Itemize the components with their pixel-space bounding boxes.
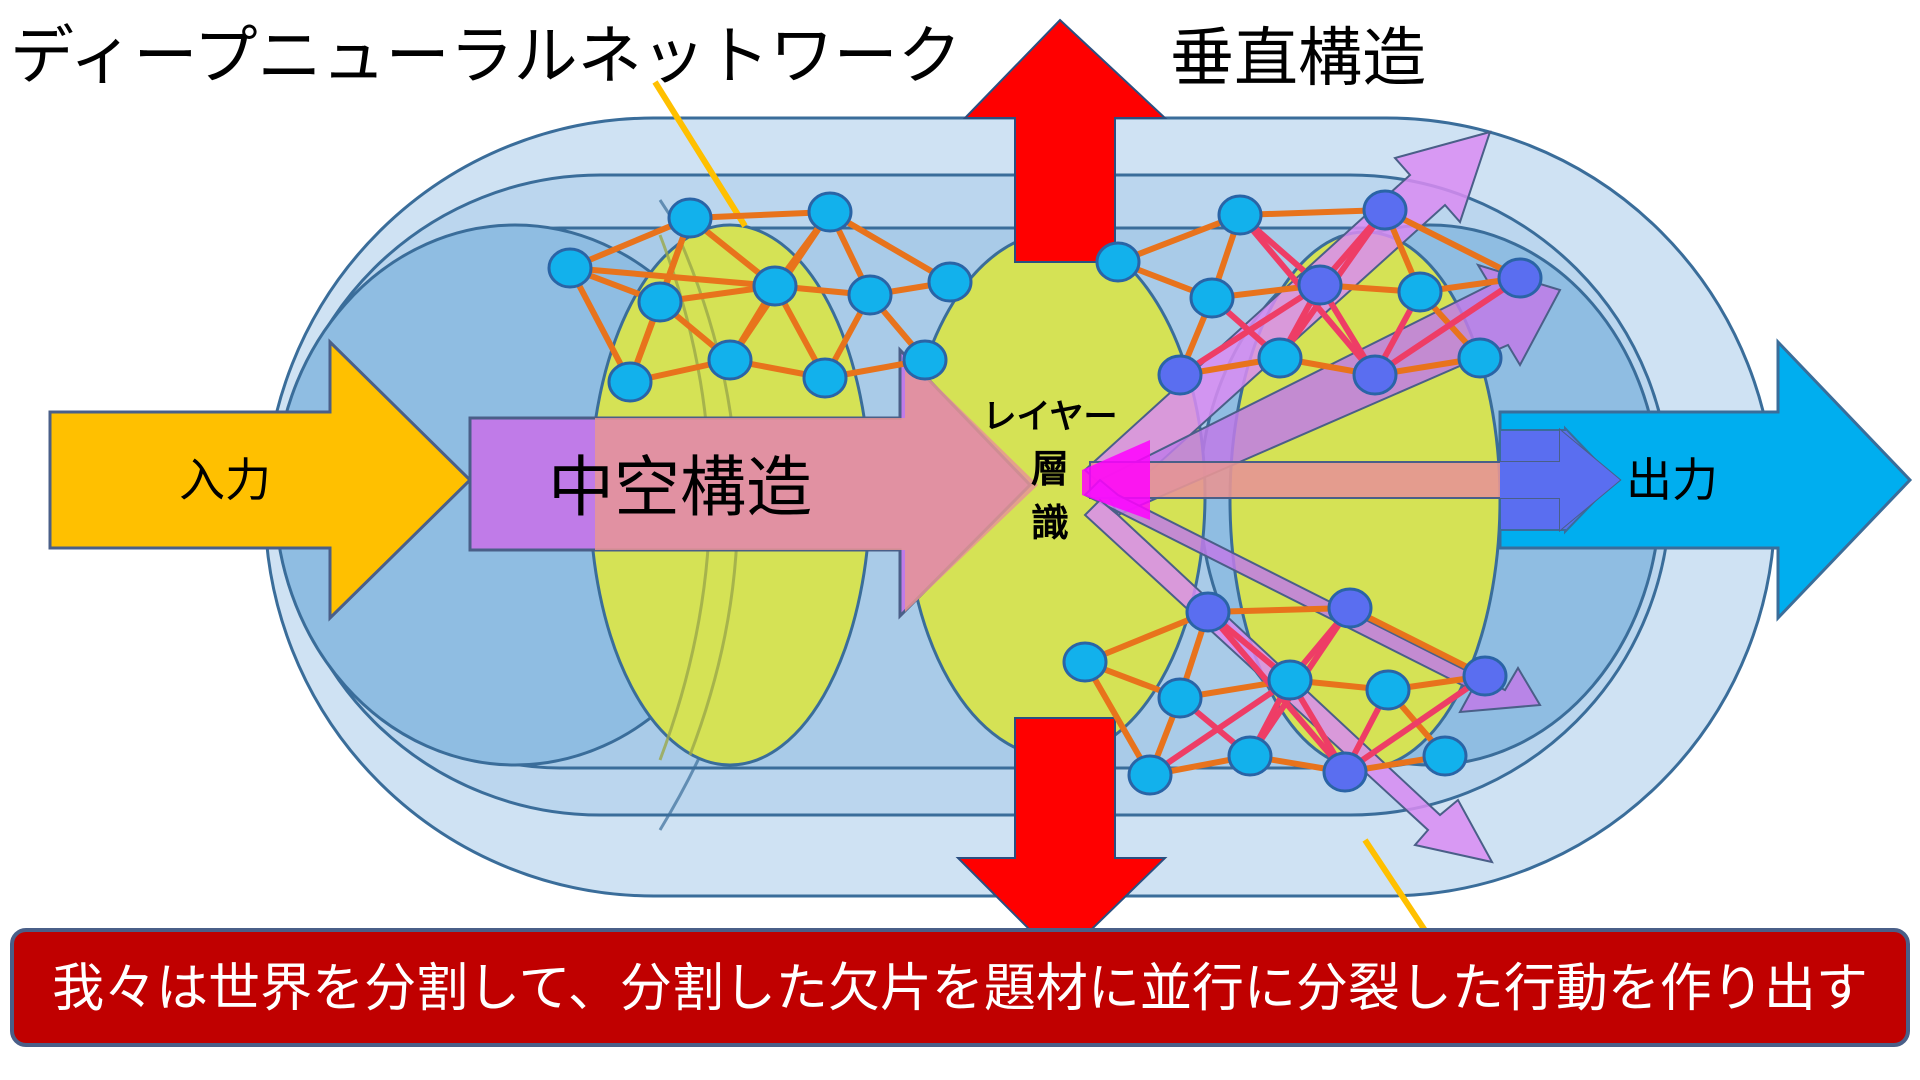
hollow-label: 中空構造 <box>548 449 812 526</box>
center-label-line1: レイヤー <box>983 397 1118 437</box>
network-cluster-upper-right <box>1095 189 1543 396</box>
input-arrow <box>48 338 473 622</box>
cluster-ur-nodes <box>1095 189 1543 396</box>
vertical-arrows <box>955 18 1168 962</box>
center-label-line3: 識 <box>1031 501 1069 545</box>
bottom-banner-text: 我々は世界を分割して、分割した欠片を題材に並行に分裂した行動を作り出す <box>52 959 1868 1019</box>
cluster-left-nodes <box>547 191 973 403</box>
title-vertical-structure: 垂直構造 <box>1170 22 1426 96</box>
fan-arrow-bottom-inner <box>1083 478 1542 714</box>
cluster-lr-nodes <box>1062 587 1508 796</box>
center-label-line2: 層 <box>1031 447 1069 491</box>
network-cluster-left <box>547 191 973 403</box>
pointer-line-bottom <box>1362 838 1431 937</box>
center-label: レイヤー 層 識 <box>983 397 1118 545</box>
output-label: 出力 <box>1626 453 1718 507</box>
arrow-down-red <box>955 717 1168 962</box>
fan-arrow-middle-blue <box>1500 430 1620 530</box>
pointer-line-top <box>652 80 748 228</box>
hollow-pink-arrow <box>595 355 1038 612</box>
arrow-up-red <box>962 18 1168 263</box>
output-arrow <box>1498 338 1913 622</box>
bottom-banner <box>10 928 1910 1047</box>
network-cluster-lower-right <box>1062 587 1508 796</box>
title-deep-neural-network: ディープニューラルネットワーク <box>10 20 962 94</box>
center-magenta-wedge <box>1082 440 1150 520</box>
input-label: 入力 <box>179 453 271 507</box>
